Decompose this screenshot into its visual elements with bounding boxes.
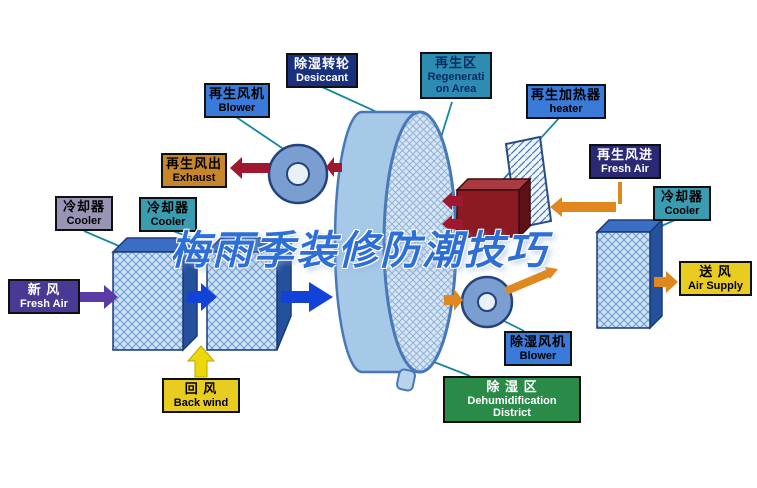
label-regen-fresh-air-en: Fresh Air [601, 162, 649, 175]
label-regen-fresh-air-zh: 再生风进 [596, 147, 653, 162]
regen-exhaust-arrow-2 [230, 157, 270, 179]
regen-exhaust-arrow-1 [326, 157, 342, 177]
label-regen-blower-en: Blower [218, 101, 256, 114]
label-back-wind: 回 风 Back wind [162, 378, 240, 413]
regeneration-heater-box [455, 177, 532, 239]
airflow-arrows [80, 157, 678, 378]
label-regen-blower-zh: 再生风机 [209, 86, 266, 101]
label-dehumid-district: 除 湿 区 Dehumidification District [443, 376, 581, 424]
label-cooler-left-en: Cooler [66, 214, 102, 227]
rotor-bottom-tab [396, 368, 416, 392]
watermark-title: 梅雨季装修防潮技巧 [170, 229, 548, 273]
heater-to-rotor-arrow-2 [442, 215, 463, 233]
label-regen-blower: 再生风机 Blower [204, 83, 270, 118]
label-dehumid-blower: 除湿风机 Blower [504, 331, 572, 366]
label-exhaust: 再生风出 Exhaust [161, 153, 227, 188]
cooler-coil-left-2 [205, 236, 293, 351]
label-fresh-air-left: 新 风 Fresh Air [8, 279, 80, 314]
label-dehumid-district-en2: District [493, 406, 531, 419]
desiccant-rotor-wheel [333, 110, 458, 392]
label-cooler-right: 冷却器 Cooler [653, 186, 711, 221]
label-dehumid-blower-en: Blower [519, 349, 557, 362]
supply-fan [460, 275, 514, 329]
label-regen-heater-zh: 再生加热器 [531, 87, 602, 102]
label-cooler-left-zh: 冷却器 [62, 199, 105, 214]
label-back-wind-en: Back wind [173, 396, 229, 409]
label-fresh-air-left-zh: 新 风 [27, 282, 61, 297]
label-cooler-mid-en: Cooler [150, 215, 186, 228]
process-arrow-2 [281, 282, 333, 312]
label-regen-fresh-air: 再生风进 Fresh Air [589, 144, 661, 179]
regeneration-fan [267, 143, 329, 205]
label-cooler-mid-zh: 冷却器 [146, 200, 189, 215]
rotor-to-fan-arrow [444, 289, 463, 311]
label-exhaust-en: Exhaust [172, 171, 216, 184]
label-regen-heater: 再生加热器 heater [526, 84, 606, 119]
heater-to-rotor-arrow-1 [442, 192, 463, 210]
label-desiccant: 除湿转轮 Desiccant [286, 53, 358, 88]
process-arrow-1 [187, 283, 217, 311]
return-air-arrow [186, 345, 216, 378]
label-cooler-mid: 冷却器 Cooler [139, 197, 197, 232]
label-regen-heater-en: heater [549, 102, 583, 115]
label-cooler-right-en: Cooler [664, 204, 700, 217]
label-dehumid-blower-zh: 除湿风机 [509, 334, 566, 349]
label-air-supply: 送 风 Air Supply [679, 261, 752, 296]
label-back-wind-zh: 回 风 [184, 381, 218, 396]
label-dehumid-district-zh: 除 湿 区 [486, 379, 538, 394]
label-regeneration-area: 再生区 Regenerati on Area [420, 52, 492, 100]
label-air-supply-en: Air Supply [687, 279, 743, 292]
cooler-coil-right [595, 218, 664, 330]
label-fresh-air-left-en: Fresh Air [20, 297, 68, 310]
air-supply-arrow [654, 271, 678, 293]
label-desiccant-zh: 除湿转轮 [293, 56, 350, 71]
label-dehumid-district-en1: Dehumidification [467, 394, 557, 407]
label-regeneration-area-zh: 再生区 [434, 55, 477, 70]
label-exhaust-zh: 再生风出 [166, 156, 223, 171]
fan-up-duct [504, 269, 551, 295]
label-cooler-right-zh: 冷却器 [660, 189, 703, 204]
fan-up-arrowhead [545, 267, 558, 279]
fresh-air-arrow [80, 285, 118, 309]
label-desiccant-en: Desiccant [296, 71, 348, 84]
label-air-supply-zh: 送 风 [699, 264, 732, 279]
label-cooler-left: 冷却器 Cooler [55, 196, 113, 231]
label-regeneration-area-en1: Regenerati [427, 70, 485, 83]
regen-inlet-arrow [550, 197, 616, 217]
label-regeneration-area-en2: on Area [435, 82, 477, 95]
